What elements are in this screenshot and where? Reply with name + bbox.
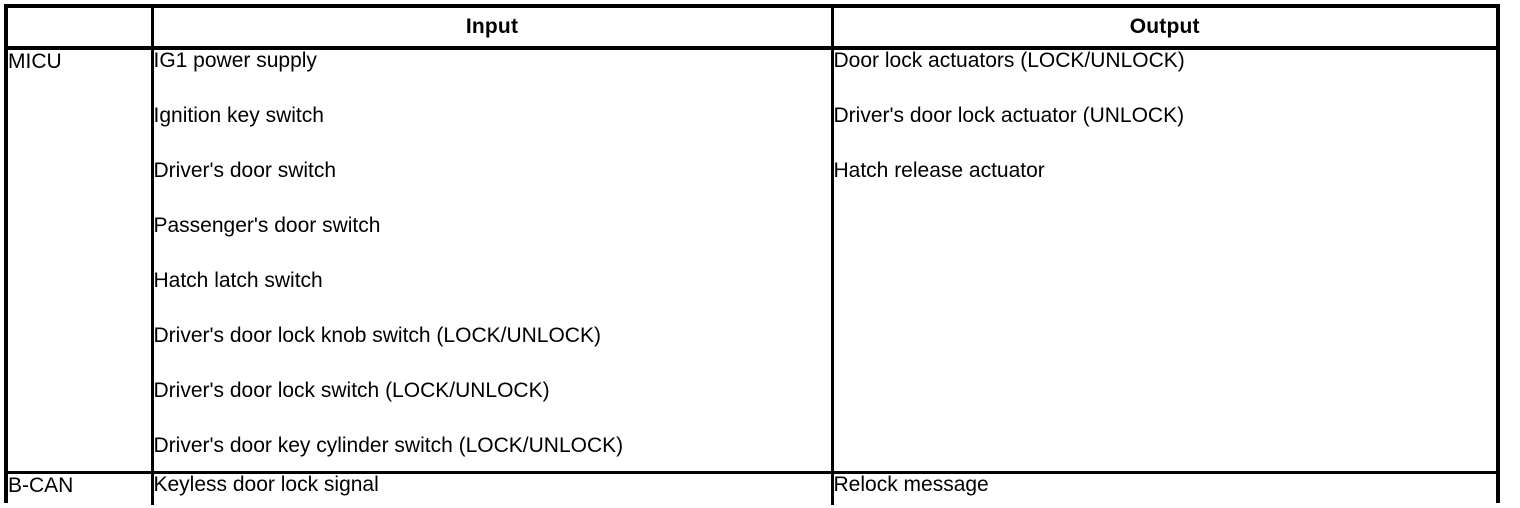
list-item: Ignition key switch — [153, 104, 324, 127]
header-row: Input Output — [8, 8, 1496, 50]
micu-input-list: IG1 power supply Ignition key switch Dri… — [154, 50, 831, 456]
table-row-bcan: B-CAN Keyless door lock signal Relock me… — [8, 470, 1496, 505]
list-item: Door lock actuators (LOCK/UNLOCK) — [833, 49, 1185, 72]
list-item: Relock message — [833, 472, 989, 496]
header-output: Output — [832, 8, 1496, 50]
list-item: Driver's door key cylinder switch (LOCK/… — [153, 434, 624, 457]
list-item: Hatch latch switch — [153, 269, 323, 292]
list-item: Passenger's door switch — [153, 214, 381, 237]
header-input: Input — [152, 8, 834, 50]
micu-output-list: Door lock actuators (LOCK/UNLOCK) Driver… — [834, 50, 1497, 181]
table-header: Input Output — [8, 8, 1496, 50]
cell-output-bcan: Relock message — [832, 470, 1496, 505]
cell-input-bcan: Keyless door lock signal — [152, 470, 834, 505]
cell-module-bcan: B-CAN — [8, 470, 154, 505]
list-item: Hatch release actuator — [833, 159, 1045, 182]
list-item: Driver's door lock knob switch (LOCK/UNL… — [153, 324, 601, 347]
table-body: MICU IG1 power supply Ignition key switc… — [8, 48, 1496, 505]
cell-input-micu: IG1 power supply Ignition key switch Dri… — [152, 48, 834, 472]
cell-module-micu: MICU — [8, 48, 154, 472]
cell-output-micu: Door lock actuators (LOCK/UNLOCK) Driver… — [832, 48, 1496, 472]
list-item: Driver's door lock actuator (UNLOCK) — [833, 104, 1185, 127]
table-row-micu: MICU IG1 power supply Ignition key switc… — [8, 48, 1496, 472]
list-item: Driver's door lock switch (LOCK/UNLOCK) — [153, 379, 550, 402]
io-table-container: Input Output MICU IG1 power supply Ignit… — [4, 4, 1500, 505]
list-item: Driver's door switch — [153, 159, 337, 182]
input-output-table: Input Output MICU IG1 power supply Ignit… — [8, 8, 1496, 505]
header-module-blank — [8, 8, 154, 50]
list-item: IG1 power supply — [153, 49, 317, 72]
list-item: Keyless door lock signal — [153, 472, 379, 496]
